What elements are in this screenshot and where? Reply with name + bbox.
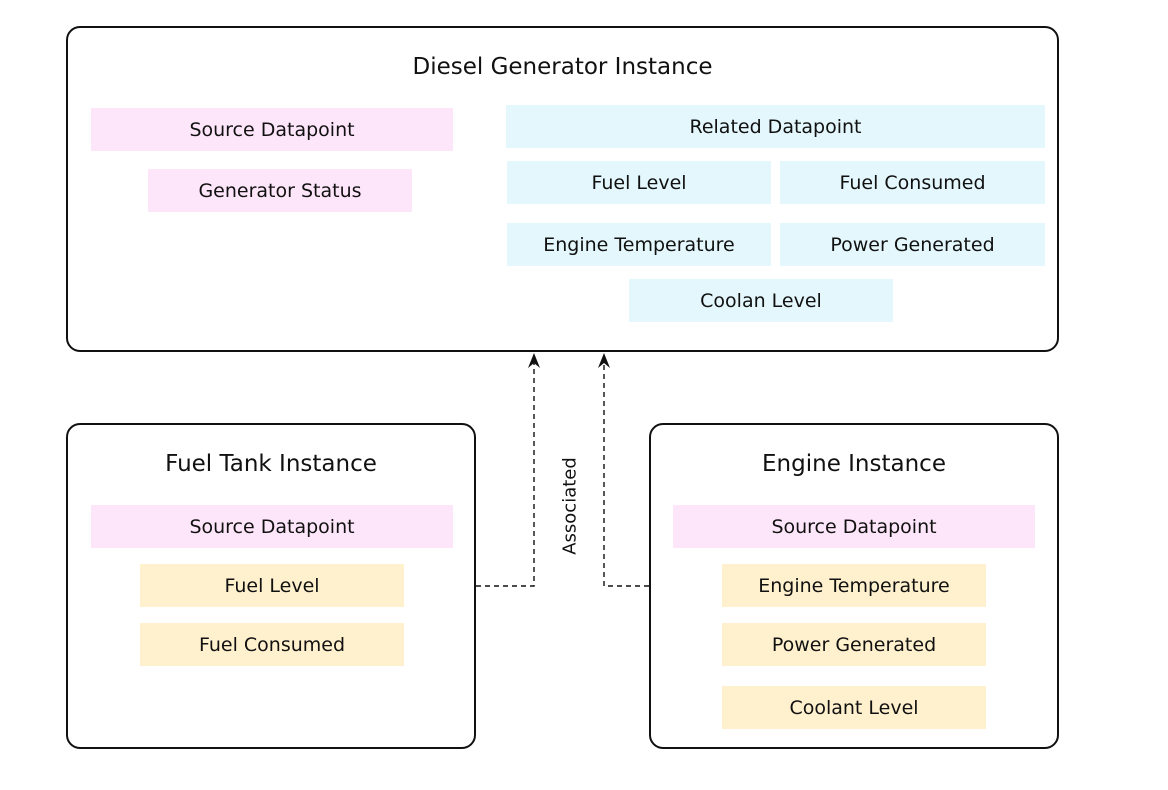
fuel-tank-source-datapoint: Source Datapoint [91,505,453,548]
arrowhead-icon [598,353,610,368]
associated-label: Associated [559,457,581,555]
diesel-generator-instance: Diesel Generator Instance Source Datapoi… [66,26,1059,352]
dg-related-coolant-level: Coolan Level [629,279,893,322]
fuel-tank-association-arrow [476,353,540,587]
engine-instance: Engine Instance Source Datapoint Engine … [649,423,1059,749]
fuel-tank-instance: Fuel Tank Instance Source Datapoint Fuel… [66,423,476,749]
dg-related-power-generated: Power Generated [780,223,1045,266]
fuel-tank-title: Fuel Tank Instance [165,451,377,477]
engine-association-arrow [598,353,649,587]
dg-related-fuel-consumed: Fuel Consumed [780,161,1045,204]
engine-power-generated: Power Generated [722,623,986,666]
dg-related-datapoint-header: Related Datapoint [506,105,1045,148]
engine-title: Engine Instance [762,451,946,477]
dg-related-fuel-level: Fuel Level [507,161,771,204]
fuel-tank-fuel-level: Fuel Level [140,564,404,607]
fuel-tank-fuel-consumed: Fuel Consumed [140,623,404,666]
engine-source-datapoint: Source Datapoint [673,505,1035,548]
dg-generator-status: Generator Status [148,169,412,212]
dg-related-engine-temperature: Engine Temperature [507,223,771,266]
engine-engine-temperature: Engine Temperature [722,564,986,607]
arrowhead-icon [528,353,540,368]
engine-coolant-level: Coolant Level [722,686,986,729]
diesel-generator-title: Diesel Generator Instance [412,54,713,80]
dg-source-datapoint-header: Source Datapoint [91,108,453,151]
